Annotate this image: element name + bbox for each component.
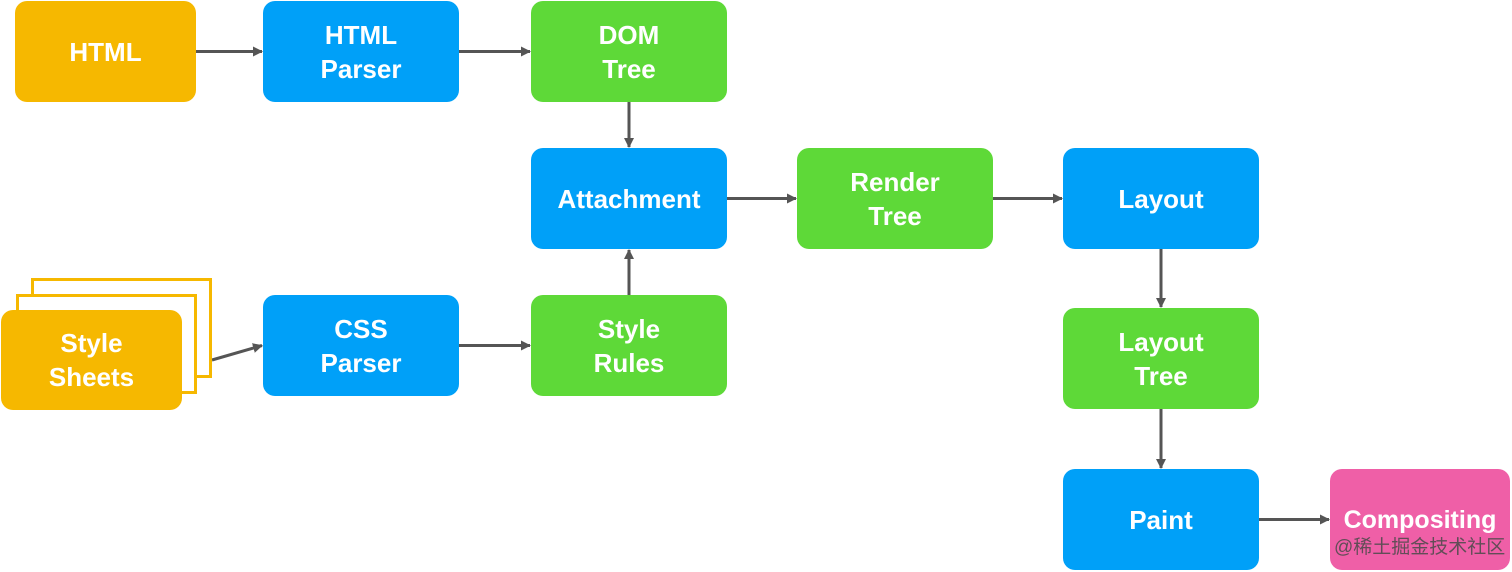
- style-rules-node: Style Rules: [531, 295, 727, 396]
- style-sheets-node: Style Sheets: [1, 310, 182, 410]
- node-label-line: Style: [597, 313, 661, 344]
- node-label-line: CSS: [334, 313, 388, 344]
- css-parser-node: CSS Parser: [263, 295, 459, 396]
- node-label-line: Compositing: [1343, 506, 1497, 534]
- node-label-line: HTML: [69, 36, 142, 67]
- node-label-line: Sheets: [48, 362, 135, 392]
- html-node: HTML: [15, 1, 196, 102]
- html-parser-node: HTML Parser: [263, 1, 459, 102]
- dom-tree-node: DOM Tree: [531, 1, 727, 102]
- node-label-line: Tree: [602, 53, 656, 84]
- node-label-line: Style: [60, 328, 123, 358]
- node-label-line: DOM: [598, 19, 660, 50]
- node-label-line: Tree: [868, 200, 922, 231]
- attachment-node: Attachment: [531, 148, 727, 249]
- node-label-line: Paint: [1129, 504, 1193, 535]
- node-label-line: Parser: [320, 53, 402, 84]
- paint-node: Paint: [1063, 469, 1259, 570]
- node-label-line: Rules: [593, 347, 665, 378]
- node-label-line: Render: [850, 166, 940, 197]
- node-label-line: Tree: [1134, 360, 1188, 391]
- render-tree-node: Render Tree: [797, 148, 993, 249]
- layout-node: Layout: [1063, 148, 1259, 249]
- node-label-line: Parser: [320, 347, 402, 378]
- node-label-line: Layout: [1118, 183, 1204, 214]
- node-label-line: HTML: [324, 19, 398, 50]
- arrow-style-sheets-to-css-parser: [211, 343, 263, 362]
- layout-tree-node: Layout Tree: [1063, 308, 1259, 409]
- compositing-node: Compositing: [1330, 469, 1510, 570]
- node-label-line: Attachment: [557, 183, 701, 214]
- watermark-text: @稀土掘金技术社区: [1334, 537, 1506, 558]
- node-label-line: Layout: [1118, 326, 1204, 357]
